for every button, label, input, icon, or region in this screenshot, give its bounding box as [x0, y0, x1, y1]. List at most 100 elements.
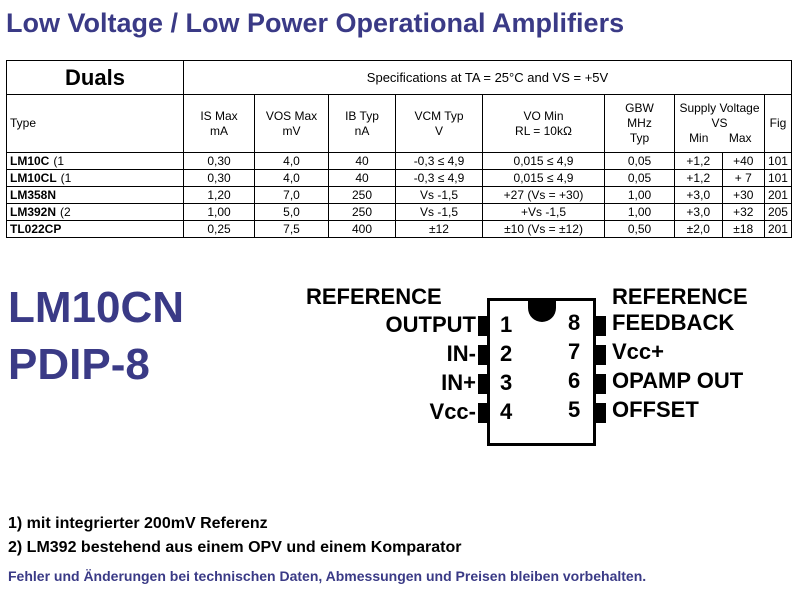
cell-is: 0,30 — [183, 169, 255, 187]
pin-label-right: FEEDBACK — [612, 310, 735, 335]
pin-label-left: OUTPUT — [385, 312, 476, 337]
cell-ib: 400 — [328, 220, 396, 238]
pin-number: 6 — [568, 368, 581, 393]
pin-label-right: Vcc+ — [612, 339, 664, 364]
pin-label-left: Vcc- — [429, 399, 476, 424]
cell-gbw: 0,50 — [604, 220, 675, 238]
note-2: 2) LM392 bestehend aus einem OPV und ein… — [8, 539, 462, 556]
conditions-line: Specifications at TA = 25°C and VS = +5V — [183, 60, 792, 95]
cell-ib: 40 — [328, 152, 396, 170]
cell-vo: 0,015 ≤ 4,9 — [482, 169, 605, 187]
cell-gbw: 0,05 — [604, 152, 675, 170]
cell-vos: 7,0 — [254, 186, 329, 204]
cell-vmin: +3,0 — [674, 203, 723, 221]
cell-vmax: +30 — [721, 186, 765, 204]
header-type: Type — [6, 94, 184, 153]
pin-lead-left — [478, 403, 490, 423]
cell-vos: 4,0 — [254, 152, 329, 170]
pin-label-right: OPAMP OUT — [612, 368, 744, 393]
group-heading: Duals — [6, 60, 184, 95]
pin-lead-right — [594, 345, 606, 365]
cell-vmin: +3,0 — [674, 186, 723, 204]
pin-lead-right — [594, 316, 606, 336]
spec-table: Duals Specifications at TA = 25°C and VS… — [6, 60, 793, 238]
cell-ib: 40 — [328, 169, 396, 187]
package-name: PDIP-8 — [8, 340, 150, 389]
cell-vcm: -0,3 ≤ 4,9 — [395, 169, 483, 187]
page-title: Low Voltage / Low Power Operational Ampl… — [6, 8, 625, 38]
pin-lead-right — [594, 374, 606, 394]
cell-ib: 250 — [328, 186, 396, 204]
cell-type: TL022CP — [6, 220, 184, 238]
pin-number: 8 — [568, 310, 581, 335]
pin-label-right: OFFSET — [612, 397, 699, 422]
cell-fig: 201 — [763, 186, 793, 204]
cell-gbw: 1,00 — [604, 203, 675, 221]
cell-ib: 250 — [328, 203, 396, 221]
cell-vo: +27 (Vs = +30) — [482, 186, 605, 204]
cell-type: LM392N(2 — [6, 203, 184, 221]
cell-vos: 7,5 — [254, 220, 329, 238]
pin-lead-left — [478, 316, 490, 336]
pin-lead-left — [478, 374, 490, 394]
cell-vmax: ±18 — [721, 220, 765, 238]
note-1: 1) mit integrierter 200mV Referenz — [8, 515, 268, 532]
cell-gbw: 0,05 — [604, 169, 675, 187]
header-fig: Fig — [763, 94, 793, 153]
cell-vo: 0,015 ≤ 4,9 — [482, 152, 605, 170]
cell-type: LM358N — [6, 186, 184, 204]
pin-label-left: IN+ — [441, 370, 476, 395]
cell-vmax: +32 — [721, 203, 765, 221]
part-name: LM10CN — [8, 283, 185, 332]
cell-fig: 201 — [763, 220, 793, 238]
pin-lead-left — [478, 345, 490, 365]
pin1-notch — [528, 298, 556, 322]
cell-vmax: +40 — [721, 152, 765, 170]
cell-vo: +Vs -1,5 — [482, 203, 605, 221]
cell-fig: 205 — [763, 203, 793, 221]
cell-vcm: Vs -1,5 — [395, 186, 483, 204]
right-reference-label: REFERENCE — [612, 284, 748, 309]
left-reference-label: REFERENCE — [306, 284, 442, 309]
pin-number: 7 — [568, 339, 581, 364]
pin-number: 1 — [500, 312, 513, 337]
cell-is: 0,30 — [183, 152, 255, 170]
cell-is: 1,20 — [183, 186, 255, 204]
cell-type: LM10C(1 — [6, 152, 184, 170]
cell-vmax: + 7 — [721, 169, 765, 187]
cell-vos: 5,0 — [254, 203, 329, 221]
pin-label-left: IN- — [446, 341, 476, 366]
pin-number: 3 — [500, 370, 513, 395]
cell-vmin: +1,2 — [674, 152, 723, 170]
pin-number: 4 — [500, 399, 513, 424]
cell-vo: ±10 (Vs = ±12) — [482, 220, 605, 238]
cell-fig: 101 — [763, 169, 793, 187]
cell-vcm: -0,3 ≤ 4,9 — [395, 152, 483, 170]
cell-vos: 4,0 — [254, 169, 329, 187]
cell-is: 0,25 — [183, 220, 255, 238]
cell-type: LM10CL(1 — [6, 169, 184, 187]
cell-is: 1,00 — [183, 203, 255, 221]
pin-number: 5 — [568, 397, 581, 422]
footer-disclaimer: Fehler und Änderungen bei technischen Da… — [8, 568, 647, 584]
cell-vmin: ±2,0 — [674, 220, 723, 238]
cell-fig: 101 — [763, 152, 793, 170]
cell-vmin: +1,2 — [674, 169, 723, 187]
cell-vcm: ±12 — [395, 220, 483, 238]
pin-number: 2 — [500, 341, 513, 366]
pin-lead-right — [594, 403, 606, 423]
cell-gbw: 1,00 — [604, 186, 675, 204]
